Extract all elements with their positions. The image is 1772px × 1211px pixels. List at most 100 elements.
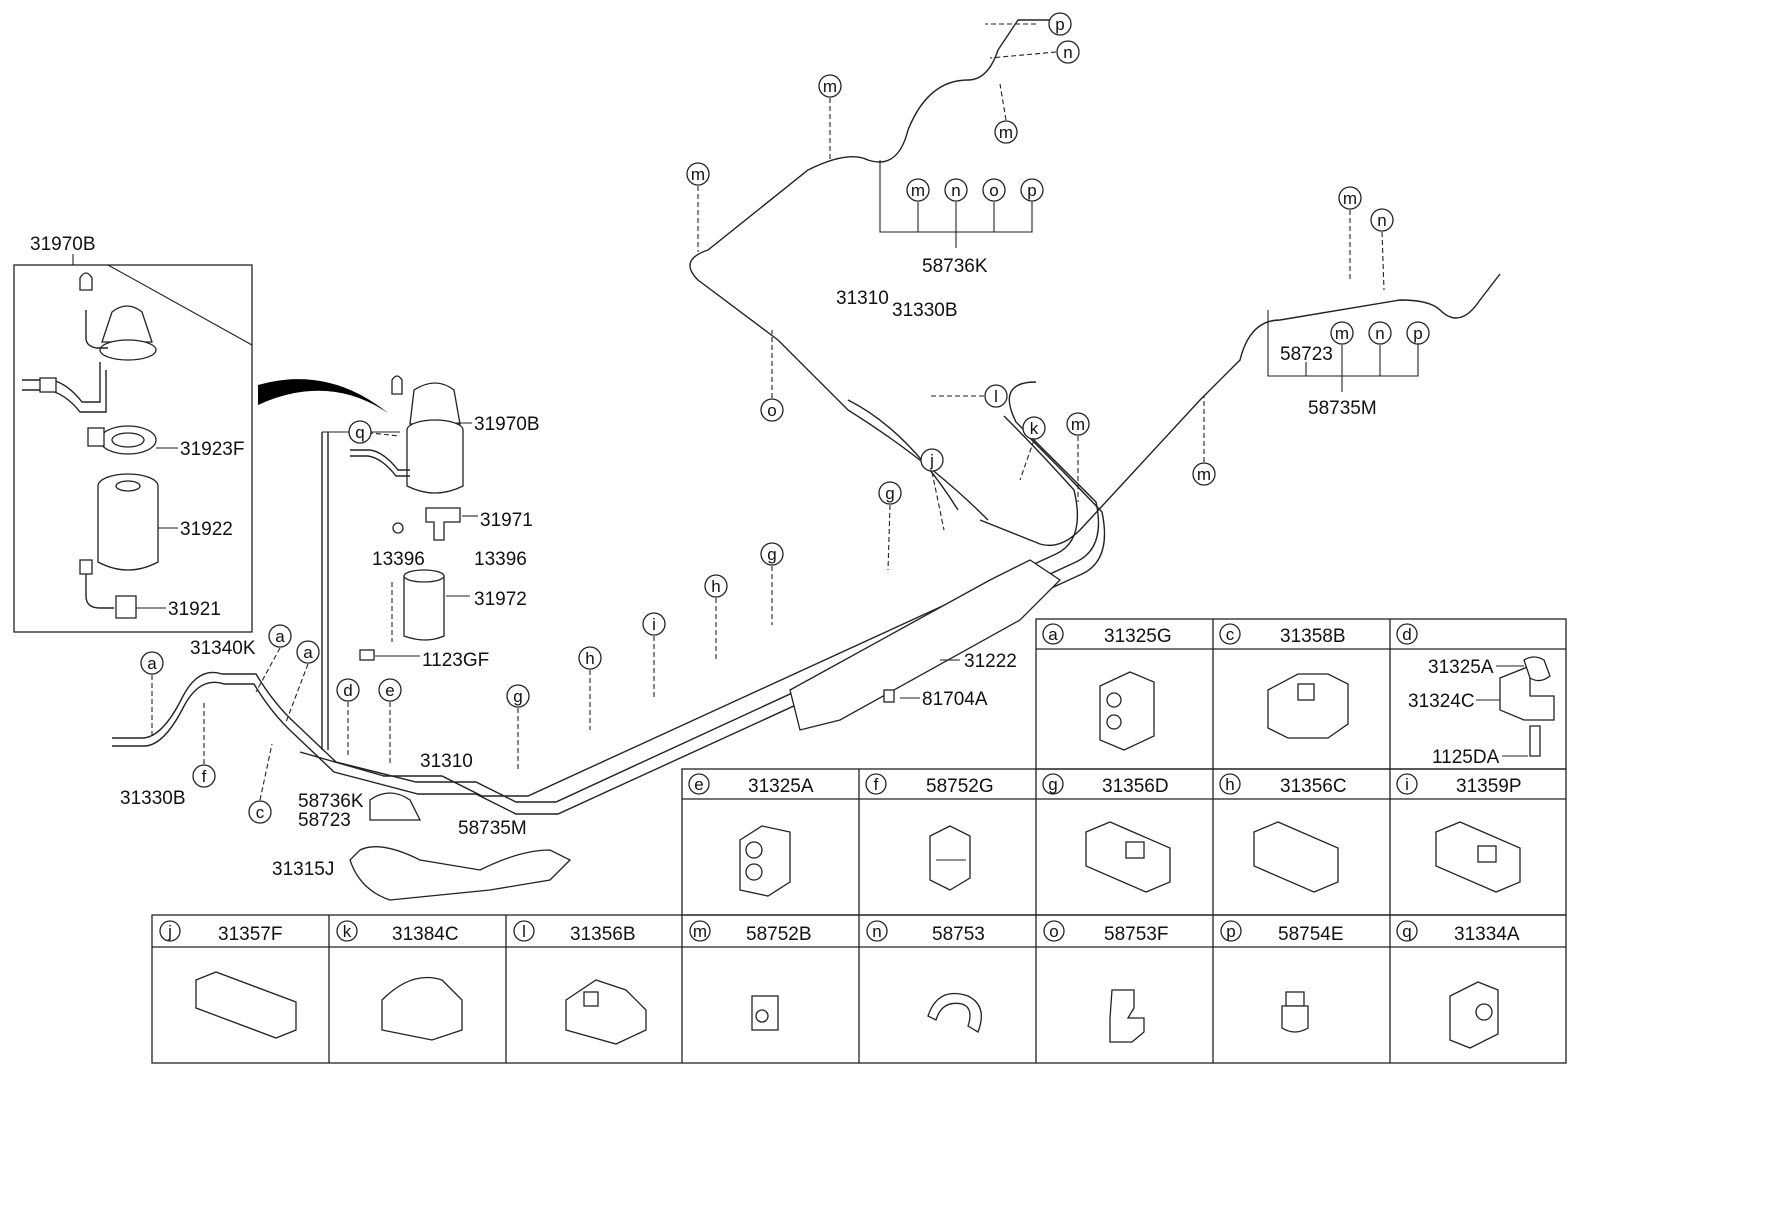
legend-letter-k: k — [343, 922, 352, 941]
label-81704A: 81704A — [922, 689, 988, 710]
legend-letter-o: o — [1049, 922, 1058, 941]
callout-h-a: h — [711, 577, 720, 596]
label-31972: 31972 — [474, 589, 527, 610]
label-58723-right: 58723 — [1280, 344, 1333, 365]
callout-a-a: a — [147, 654, 157, 673]
callout-a-c: a — [303, 643, 313, 662]
legend-part-31359P: 31359P — [1456, 776, 1522, 797]
legend-letter-n: n — [872, 922, 881, 941]
clip-illustrations — [195, 671, 1521, 1049]
callout-p-group: p — [1027, 181, 1036, 200]
label-31330B-top: 31330B — [892, 300, 958, 321]
callout-g-a: g — [885, 484, 894, 503]
callout-e: e — [385, 681, 394, 700]
label-31310-top: 31310 — [836, 288, 889, 309]
label-31330B-left: 31330B — [120, 788, 186, 809]
legend-part-58754E: 58754E — [1278, 924, 1344, 945]
label-13396-right: 13396 — [474, 549, 527, 570]
callout-h-b: h — [585, 649, 594, 668]
legend-part-31384C: 31384C — [392, 924, 459, 945]
label-58723-left: 58723 — [298, 810, 351, 831]
callout-k: k — [1030, 419, 1039, 438]
label-31315J: 31315J — [272, 859, 334, 880]
callout-d: d — [343, 681, 352, 700]
callout-m-e: m — [1343, 189, 1357, 208]
callout-f: f — [202, 767, 207, 786]
callout-n-group2: n — [1375, 324, 1384, 343]
callout-n-e: n — [1377, 211, 1386, 230]
legend-letter-l: l — [522, 922, 526, 941]
label-1123GF: 1123GF — [422, 650, 489, 671]
label-31310-bottom: 31310 — [420, 751, 473, 772]
callout-j: j — [929, 451, 934, 470]
legend-part-31325G: 31325G — [1104, 626, 1172, 647]
legend-part-31356D: 31356D — [1102, 776, 1169, 797]
filter-inset: 31970B 31923F 31922 31921 — [13, 234, 253, 633]
label-13396-left: 13396 — [372, 549, 425, 570]
legend-part-31357F: 31357F — [218, 924, 282, 945]
legend-part-58753F: 58753F — [1104, 924, 1168, 945]
legend-letter-g: g — [1048, 775, 1057, 794]
callout-g-b: g — [767, 545, 776, 564]
legend-letter-c: c — [1226, 625, 1235, 644]
callout-n-group: n — [951, 181, 960, 200]
callout-o-group: o — [989, 181, 998, 200]
callout-g-c: g — [513, 687, 522, 706]
label-31971: 31971 — [480, 510, 533, 531]
callout-m-group2: m — [1335, 324, 1349, 343]
legend-letter-q: q — [1402, 922, 1411, 941]
callout-m-top: m — [999, 123, 1013, 142]
legend-part-31358B: 31358B — [1280, 626, 1346, 647]
label-58735M-right: 58735M — [1308, 398, 1377, 419]
label-31970B: 31970B — [474, 414, 540, 435]
label-58736K-left: 58736K — [298, 791, 364, 812]
callout-i: i — [652, 615, 656, 634]
legend-table: a 31325G c 31358B d e 31325A f 58752G g … — [151, 618, 1567, 1064]
legend-letter-m: m — [693, 922, 707, 941]
callouts: p n m m m o m n o p l k j m m m n m n p … — [140, 12, 1430, 824]
legend-part-58752G: 58752G — [926, 776, 994, 797]
filter-assembly: 31970B 31971 13396 13396 31972 1123GF — [350, 375, 540, 671]
callout-o: o — [767, 401, 776, 420]
legend-part-58752B: 58752B — [746, 924, 812, 945]
callout-p-group2: p — [1413, 324, 1422, 343]
view-arrow — [258, 379, 388, 413]
label-31222: 31222 — [964, 651, 1017, 672]
label-58736K-top: 58736K — [922, 256, 988, 277]
label-31325A-d: 31325A — [1428, 657, 1494, 678]
legend-part-31356C: 31356C — [1280, 776, 1347, 797]
legend-letter-e: e — [694, 775, 703, 794]
label-1125DA: 1125DA — [1432, 747, 1500, 768]
callout-p-top: p — [1055, 15, 1064, 34]
legend-letter-f: f — [874, 775, 879, 794]
callout-n-top: n — [1063, 43, 1072, 62]
legend-letter-i: i — [1405, 775, 1409, 794]
callout-m-a: m — [823, 77, 837, 96]
legend-letter-d: d — [1402, 625, 1411, 644]
callout-c: c — [256, 803, 265, 822]
callout-m-b: m — [691, 165, 705, 184]
legend-part-31334A: 31334A — [1454, 924, 1520, 945]
label-31923F: 31923F — [180, 439, 244, 460]
legend-letter-h: h — [1225, 775, 1234, 794]
legend-part-31356B: 31356B — [570, 924, 636, 945]
callout-q: q — [355, 423, 364, 442]
callout-a-b: a — [275, 627, 285, 646]
label-31340K: 31340K — [190, 638, 256, 659]
legend-part-58753: 58753 — [932, 924, 985, 945]
legend-part-31325A: 31325A — [748, 776, 814, 797]
brackets: 31222 81704A 31315J 58736K 58723 58735M … — [120, 288, 1062, 901]
legend-letter-j: j — [167, 922, 172, 941]
callout-l: l — [994, 387, 998, 406]
label-31970B-inset: 31970B — [30, 234, 96, 255]
group-labels: 58736K 58723 58735M — [879, 160, 1419, 419]
callout-m-d: m — [1197, 465, 1211, 484]
label-31922: 31922 — [180, 519, 233, 540]
label-31324C: 31324C — [1408, 691, 1475, 712]
label-58735M-left: 58735M — [458, 818, 527, 839]
callout-m-c: m — [1071, 415, 1085, 434]
callout-m-group: m — [911, 181, 925, 200]
legend-letter-p: p — [1226, 922, 1235, 941]
label-31921: 31921 — [168, 599, 221, 620]
